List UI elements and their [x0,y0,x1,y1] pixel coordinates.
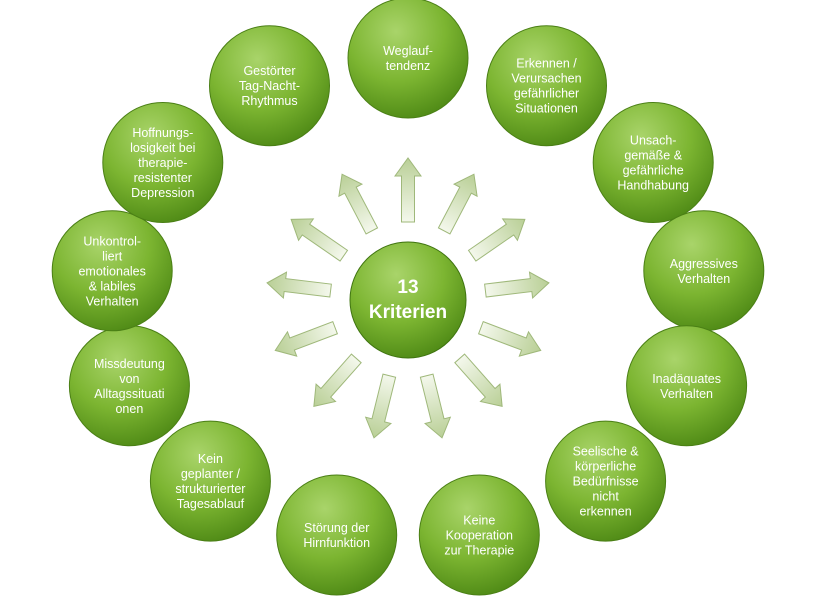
criterion-label-line: Kooperation [446,529,513,543]
criterion-label-line: erkennen [580,505,632,519]
criterion-label-line: geplanter / [181,467,241,481]
criterion-label-line: Verhalten [677,272,730,286]
criterion-label-line: Seelische & [573,445,640,459]
criterion-label-line: resistenter [134,171,192,185]
criterion-label-line: onen [115,402,143,416]
arrow [419,373,452,439]
criterion-node: Hoffnungs-losigkeit beitherapie-resisten… [102,102,224,223]
criterion-label-line: Verhalten [660,387,713,401]
criterion-label-line: zur Therapie [444,544,514,558]
criterion-label-line: losigkeit bei [130,141,195,155]
center-circle [349,241,467,359]
criterion-circle [626,325,748,447]
arrow [467,218,526,262]
criterion-node: Erkennen /VerursachengefährlicherSituati… [486,25,607,147]
criterion-label-line: liert [102,249,123,263]
arrow [484,271,550,299]
arrow [290,218,349,262]
criterion-label-line: Situationen [515,102,578,116]
arrow [454,353,503,407]
criterion-label-line: Handhabung [617,179,689,193]
criterion-label-line: strukturierter [175,482,245,496]
criterion-label-line: von [119,372,139,386]
arrow [477,320,542,357]
criterion-circle [418,474,540,596]
criterion-label-line: Verursachen [511,72,581,86]
criterion-circle [545,420,667,542]
criterion-circle [102,102,224,223]
criterion-label-line: Rhythmus [241,94,297,108]
criterion-label-line: Störung der [304,521,369,535]
criterion-label-line: nicht [592,490,619,504]
criterion-label-line: Inadäquates [652,372,721,386]
criterion-label-line: gefährlicher [514,87,579,101]
criterion-label-line: Verhalten [86,294,139,308]
center-label-line-1: 13 [397,277,418,298]
criterion-label-line: Bedürfnisse [573,475,639,489]
criterion-circle [209,25,330,147]
criterion-label-line: Tag-Nacht- [239,79,300,93]
criterion-circle [276,474,398,596]
criterion-label-line: Erkennen / [516,57,577,71]
criterion-circle [51,210,173,332]
criterion-label-line: Hirnfunktion [303,536,370,550]
criterion-label-line: Aggressives [670,257,738,271]
criterion-node: Seelische &körperlicheBedürfnissenichter… [545,420,667,542]
criterion-label-line: therapie- [138,156,187,170]
criterion-label-line: Keine [463,514,495,528]
criterion-label-line: Depression [131,186,194,200]
criterion-label-line: gemäße & [624,149,682,163]
arrow [437,173,478,235]
criterion-label-line: Unsach- [630,134,677,148]
criterion-label-line: Missdeutung [94,357,165,371]
criterion-label-line: tendenz [386,59,430,73]
criterion-label-line: emotionales [78,264,145,278]
arrow [338,173,379,235]
criterion-label-line: Weglauf- [383,44,433,58]
center-node: 13 Kriterien [349,241,467,359]
arrow [313,353,362,407]
criterion-label-line: körperliche [575,460,636,474]
criterion-circle [486,25,607,147]
arrow [394,157,422,223]
criterion-label-line: Hoffnungs- [132,126,193,140]
criterion-circle [592,102,714,223]
arrow [266,271,332,299]
criterion-label-line: gefährliche [623,164,684,178]
criterion-label-line: & labiles [89,279,136,293]
criterion-node: Weglauf-tendenz [347,0,469,119]
criterion-label-line: Unkontrol- [83,234,141,248]
criterion-label-line: Alltagssituati [94,387,164,401]
criterion-circle [149,420,271,542]
criterion-label-line: Kein [198,452,223,466]
criterion-label-line: Gestörter [243,64,295,78]
arrows-layer [266,157,550,439]
arrow [274,320,339,357]
center-label-line-2: Kriterien [369,302,447,323]
criterion-label-line: Tagesablauf [177,497,245,511]
arrow [364,373,397,439]
criterion-circle [347,0,469,119]
